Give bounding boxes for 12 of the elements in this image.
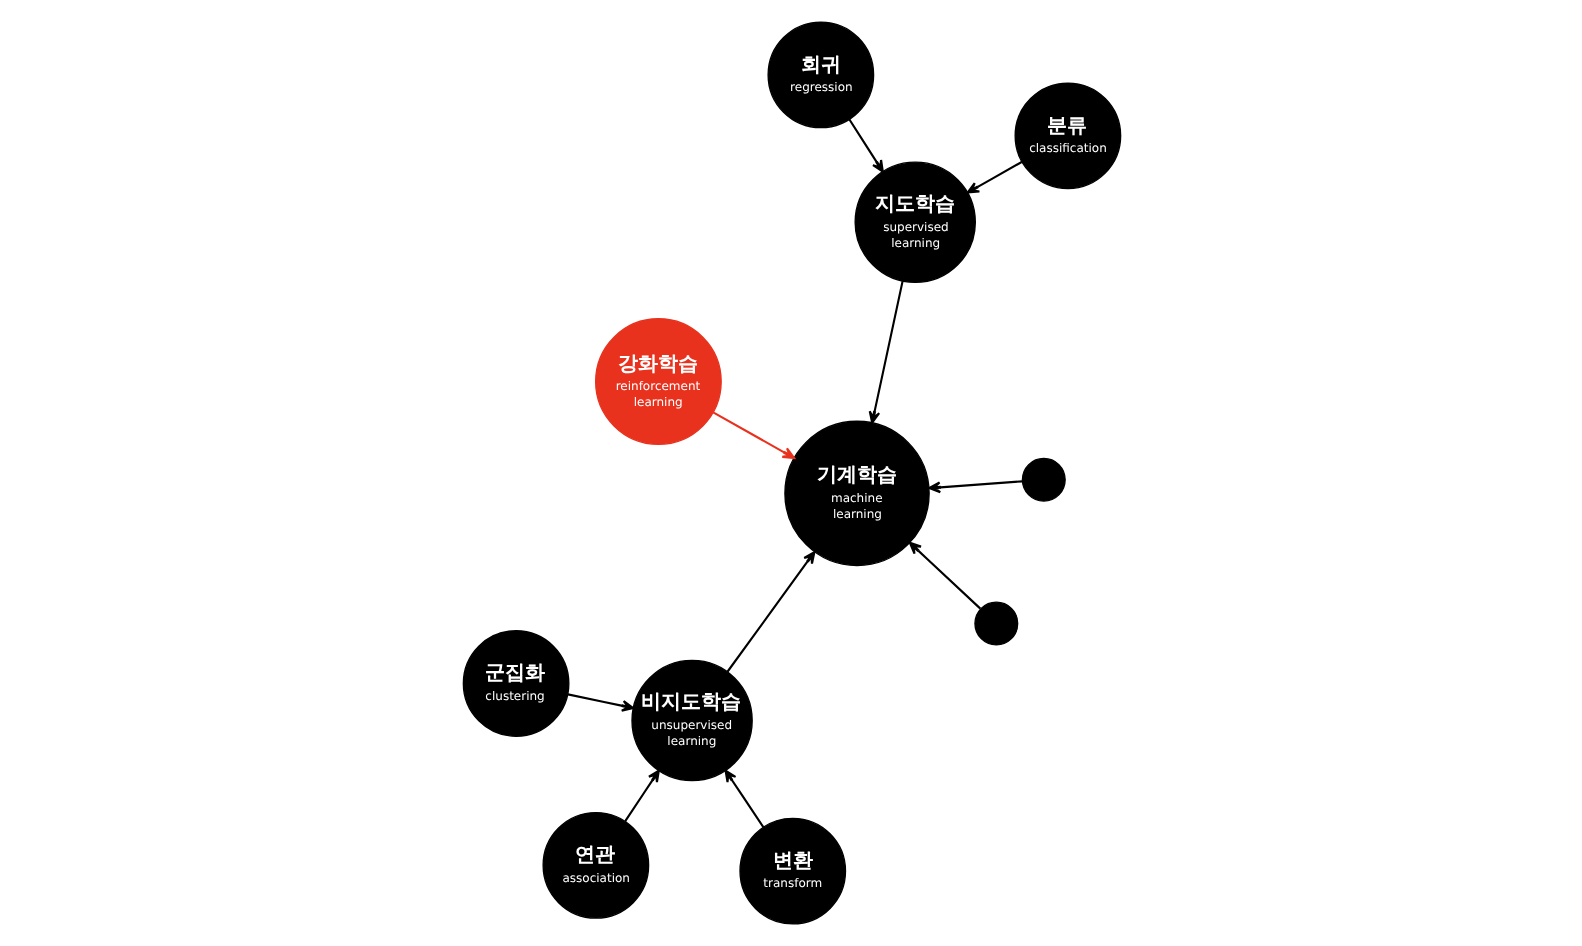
arrow xyxy=(867,280,903,424)
node-circle xyxy=(973,601,1018,646)
arrow xyxy=(623,769,659,822)
arrow xyxy=(965,161,1022,194)
arrow xyxy=(725,551,815,673)
arrow xyxy=(847,118,883,173)
arrow xyxy=(723,769,764,828)
arrow xyxy=(711,411,795,459)
arrow xyxy=(927,480,1022,494)
arrow xyxy=(566,693,634,712)
arrow xyxy=(907,541,981,610)
node-circle xyxy=(1020,457,1065,502)
